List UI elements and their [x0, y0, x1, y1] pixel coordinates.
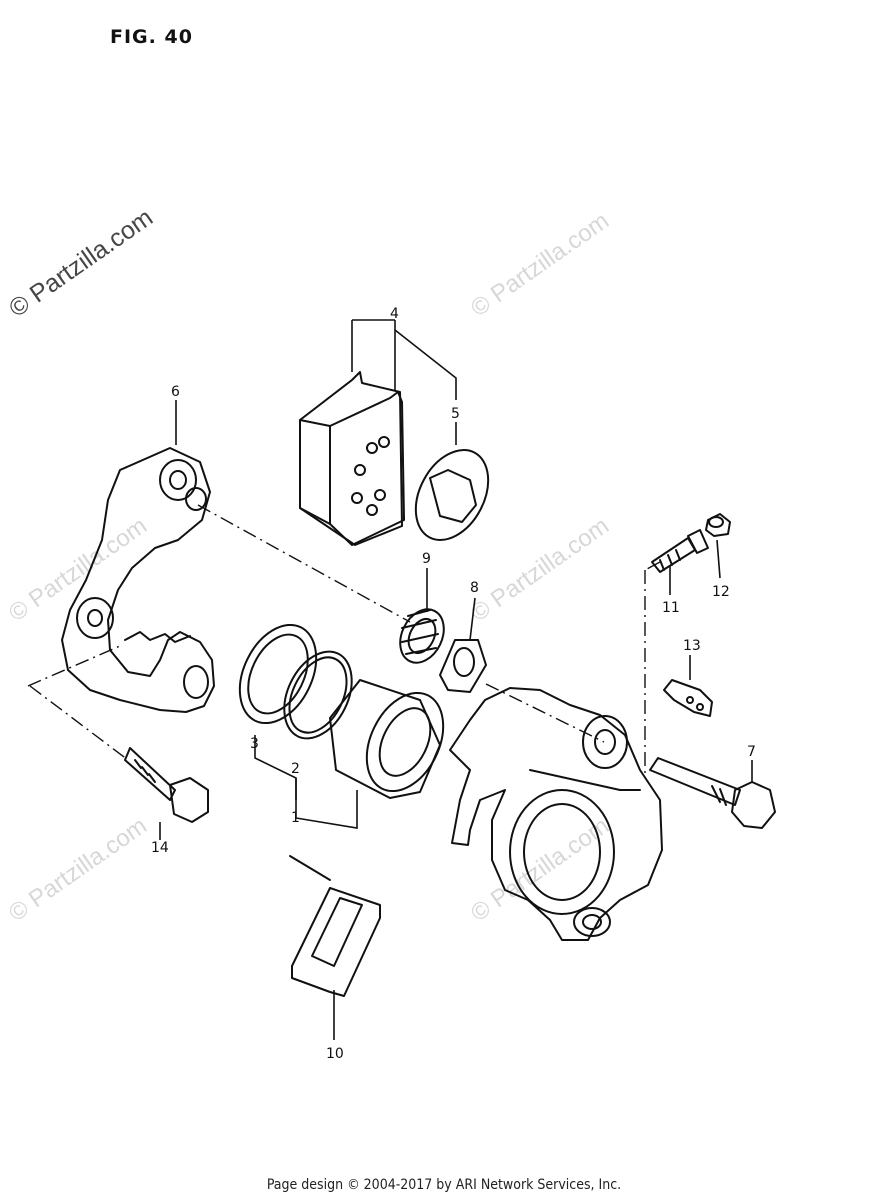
callout-7: 7 — [747, 744, 756, 760]
clip-part — [663, 679, 713, 717]
callout-14: 14 — [151, 840, 169, 856]
assembly-line — [29, 685, 129, 761]
seal-rings-part — [238, 623, 353, 740]
shim-part — [414, 449, 490, 541]
callout-leader — [469, 597, 476, 641]
pad-spring-part — [289, 855, 381, 997]
assembly-line — [197, 504, 411, 623]
assembly-line — [485, 683, 605, 743]
bleeder-valve-part — [651, 529, 709, 573]
callout-10: 10 — [326, 1046, 344, 1062]
callout-11: 11 — [662, 600, 680, 616]
caliper-body-part — [449, 687, 663, 941]
callout-6: 6 — [171, 384, 180, 400]
callout-leader — [394, 329, 457, 400]
callout-9: 9 — [422, 551, 431, 567]
bracket-bolt-part — [124, 747, 209, 823]
callout-leader — [716, 539, 721, 579]
washer-part — [439, 639, 487, 693]
bracket-part — [61, 447, 215, 713]
callout-13: 13 — [683, 638, 701, 654]
caliper-bolt-part — [649, 757, 776, 829]
callout-5: 5 — [451, 406, 460, 422]
callout-8: 8 — [470, 580, 479, 596]
boot-part — [399, 608, 445, 664]
callout-4: 4 — [390, 306, 399, 322]
callout-leader — [254, 735, 297, 800]
page-footer: Page design © 2004-2017 by ARI Network S… — [266, 1177, 622, 1193]
assembly-line — [27, 645, 121, 687]
figure-title: FIG. 40 — [110, 26, 193, 48]
callout-12: 12 — [712, 584, 730, 600]
assembly-line — [644, 561, 661, 571]
callout-2: 2 — [291, 761, 300, 777]
callout-leader — [295, 778, 358, 829]
brake-pads-part — [299, 371, 405, 546]
callout-leader — [351, 319, 395, 372]
piston-part — [329, 679, 445, 799]
callout-1: 1 — [291, 810, 300, 826]
callout-3: 3 — [250, 736, 259, 752]
bleeder-cap-part — [705, 513, 731, 537]
